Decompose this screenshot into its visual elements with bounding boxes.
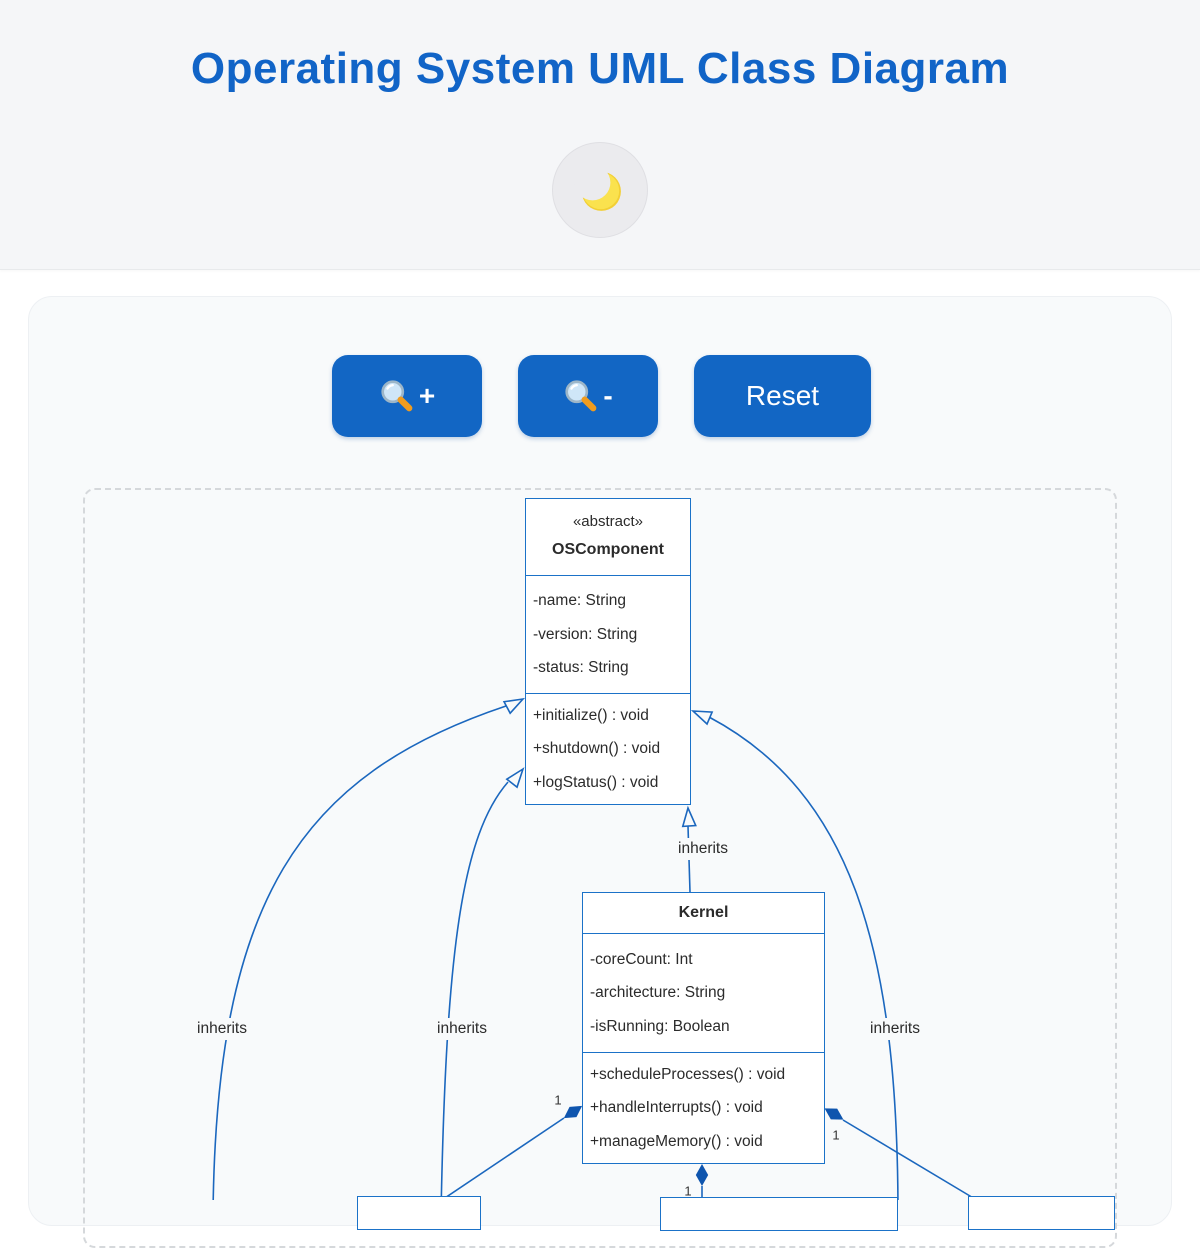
class-node-oscomponent[interactable]: «abstract» OSComponent -name: String -ve…: [525, 498, 691, 805]
class-node-partial[interactable]: [968, 1196, 1115, 1230]
page-title: Operating System UML Class Diagram: [190, 44, 1010, 93]
class-methods: +initialize() : void +shutdown() : void …: [526, 694, 690, 804]
class-node-partial[interactable]: [660, 1197, 898, 1231]
multiplicity-label: 1: [832, 1127, 840, 1143]
method-row: +scheduleProcesses() : void: [590, 1065, 786, 1083]
edge-label-inherits: inherits: [191, 1018, 253, 1040]
zoom-in-button[interactable]: +: [332, 355, 482, 437]
zoom-in-label: +: [418, 380, 436, 411]
magnifier-icon: [565, 380, 597, 412]
attribute-row: -architecture: String: [590, 984, 726, 1002]
attribute-row: -isRunning: Boolean: [590, 1017, 730, 1035]
edge-label-inherits: inherits: [864, 1018, 926, 1040]
class-header: Kernel: [583, 893, 824, 934]
attribute-row: -name: String: [533, 592, 627, 610]
class-node-partial[interactable]: [357, 1196, 481, 1230]
multiplicity-label: 1: [554, 1092, 562, 1108]
app-header: Operating System UML Class Diagram: [0, 0, 1200, 270]
attribute-row: -status: String: [533, 659, 629, 677]
class-node-kernel[interactable]: Kernel -coreCount: Int -architecture: St…: [582, 892, 825, 1164]
class-attributes: -coreCount: Int -architecture: String -i…: [583, 934, 824, 1053]
method-row: +handleInterrupts() : void: [590, 1099, 763, 1117]
multiplicity-label: 1: [684, 1183, 692, 1199]
magnifier-icon: [381, 380, 413, 412]
class-methods: +scheduleProcesses() : void +handleInter…: [583, 1053, 824, 1163]
edge-label-inherits: inherits: [672, 838, 734, 860]
method-row: +initialize() : void: [533, 706, 649, 724]
reset-button[interactable]: Reset: [694, 355, 871, 437]
class-attributes: -name: String -version: String -status: …: [526, 576, 690, 694]
moon-icon: [574, 164, 621, 211]
class-name: Kernel: [678, 904, 729, 921]
class-header: «abstract» OSComponent: [526, 499, 690, 576]
method-row: +shutdown() : void: [533, 740, 661, 758]
method-row: +manageMemory() : void: [590, 1132, 763, 1150]
edge-label-inherits: inherits: [431, 1018, 493, 1040]
method-row: +logStatus() : void: [533, 773, 659, 791]
zoom-out-button[interactable]: -: [518, 355, 658, 437]
attribute-row: -coreCount: Int: [590, 950, 693, 968]
zoom-out-label: -: [603, 380, 613, 411]
theme-toggle-button[interactable]: [552, 142, 648, 238]
attribute-row: -version: String: [533, 625, 638, 643]
reset-label: Reset: [745, 380, 820, 411]
class-name: OSComponent: [552, 541, 664, 558]
class-stereotype: «abstract»: [572, 513, 644, 530]
